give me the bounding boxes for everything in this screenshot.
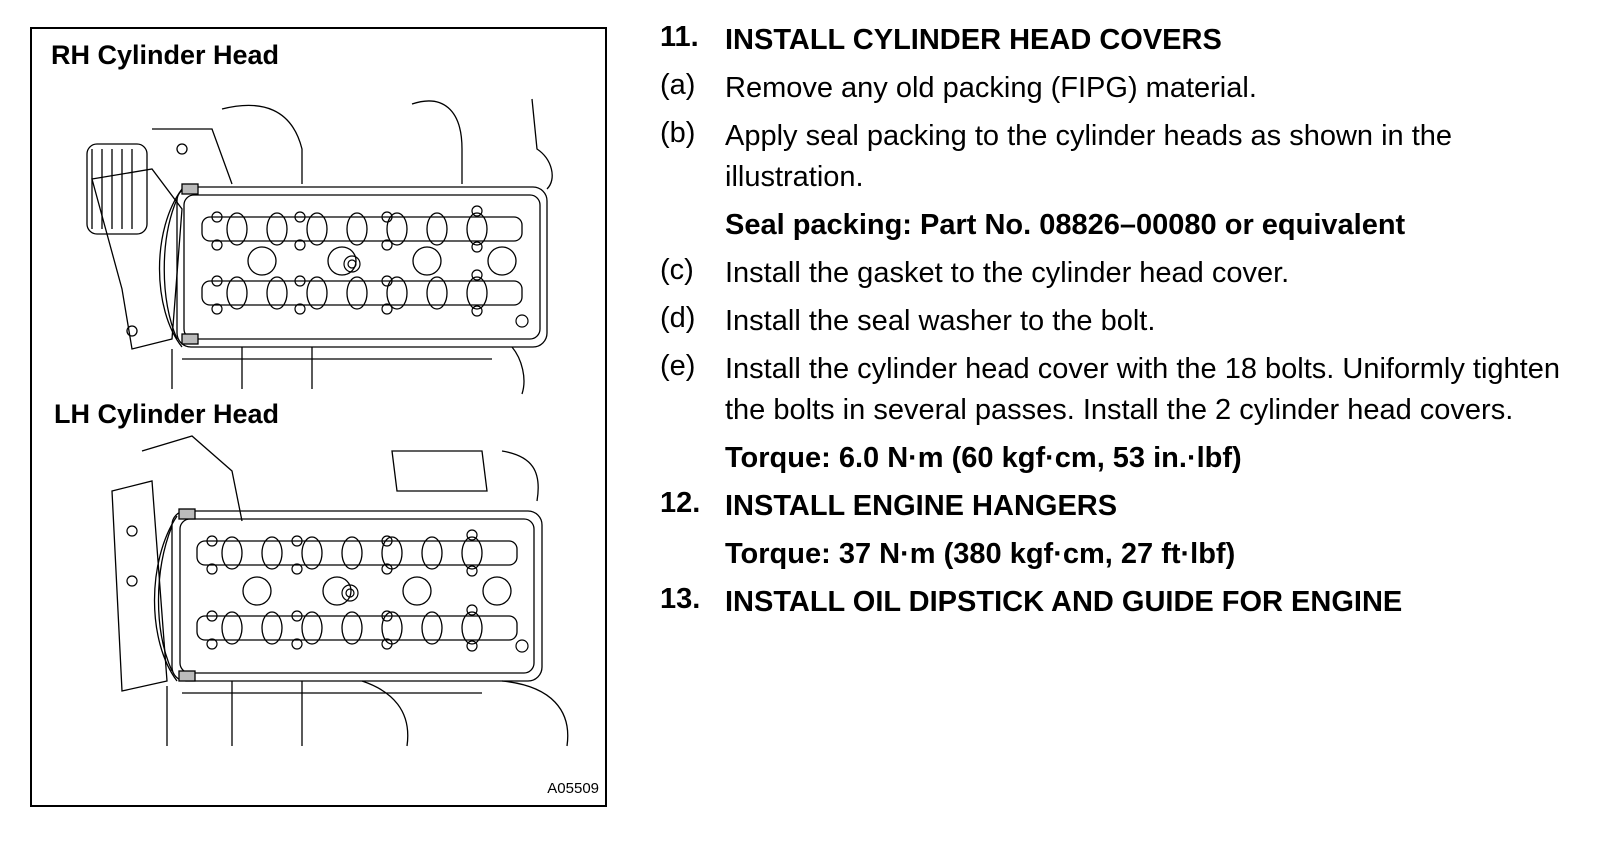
lh-engine-drawing: [111, 435, 569, 747]
lh-cylinder-head-label: LH Cylinder Head: [54, 399, 280, 429]
step-heading: 11. INSTALL CYLINDER HEAD COVERS: [660, 20, 1570, 61]
step-text: Remove any old packing (FIPG) material.: [725, 72, 1257, 104]
step-number: 12.: [660, 487, 701, 519]
sub-step: (c) Install the gasket to the cylinder he…: [660, 253, 1570, 294]
step-text: INSTALL OIL DIPSTICK AND GUIDE FOR ENGIN…: [725, 586, 1403, 618]
spec-line: Torque: 37 N·m (380 kgf·cm, 27 ft·lbf): [725, 538, 1236, 570]
step-number: (b): [660, 117, 696, 149]
rh-cylinder-head-label: RH Cylinder Head: [51, 40, 280, 70]
sub-step: (a) Remove any old packing (FIPG) materia…: [660, 68, 1570, 109]
spec-line: Seal packing: Part No. 08826–00080 or eq…: [725, 209, 1406, 241]
sub-step: (b) Apply seal packing to the cylinder he…: [660, 116, 1570, 198]
step-number: (a): [660, 69, 696, 101]
step-number: 11.: [660, 21, 699, 53]
cylinder-head-illustration: RH Cylinder Head: [30, 27, 607, 807]
spec-line: Torque: 6.0 N·m (60 kgf·cm, 53 in.·lbf): [725, 442, 1242, 474]
sub-step: (d) Install the seal washer to the bolt.: [660, 301, 1570, 342]
instruction-steps: 11. INSTALL CYLINDER HEAD COVERS (a) Remove…: [660, 20, 1570, 630]
step-text: INSTALL CYLINDER HEAD COVERS: [725, 24, 1222, 56]
step-text: Install the cylinder head cover with the…: [725, 353, 1560, 426]
step-text: Install the gasket to the cylinder head …: [725, 257, 1290, 289]
step-text: Install the seal washer to the bolt.: [725, 305, 1156, 337]
step-heading: 12. INSTALL ENGINE HANGERS: [660, 486, 1570, 527]
step-number: (e): [660, 350, 696, 382]
step-number: (d): [660, 302, 696, 334]
step-number: (c): [660, 254, 694, 286]
step-text: Apply seal packing to the cylinder heads…: [725, 120, 1453, 193]
figure-reference-code: A05509: [547, 780, 599, 797]
step-heading: 13. INSTALL OIL DIPSTICK AND GUIDE FOR EN…: [660, 582, 1570, 623]
rh-engine-drawing: [86, 98, 553, 395]
step-text: INSTALL ENGINE HANGERS: [725, 490, 1118, 522]
step-number: 13.: [660, 583, 701, 615]
sub-step: (e) Install the cylinder head cover with …: [660, 349, 1570, 431]
